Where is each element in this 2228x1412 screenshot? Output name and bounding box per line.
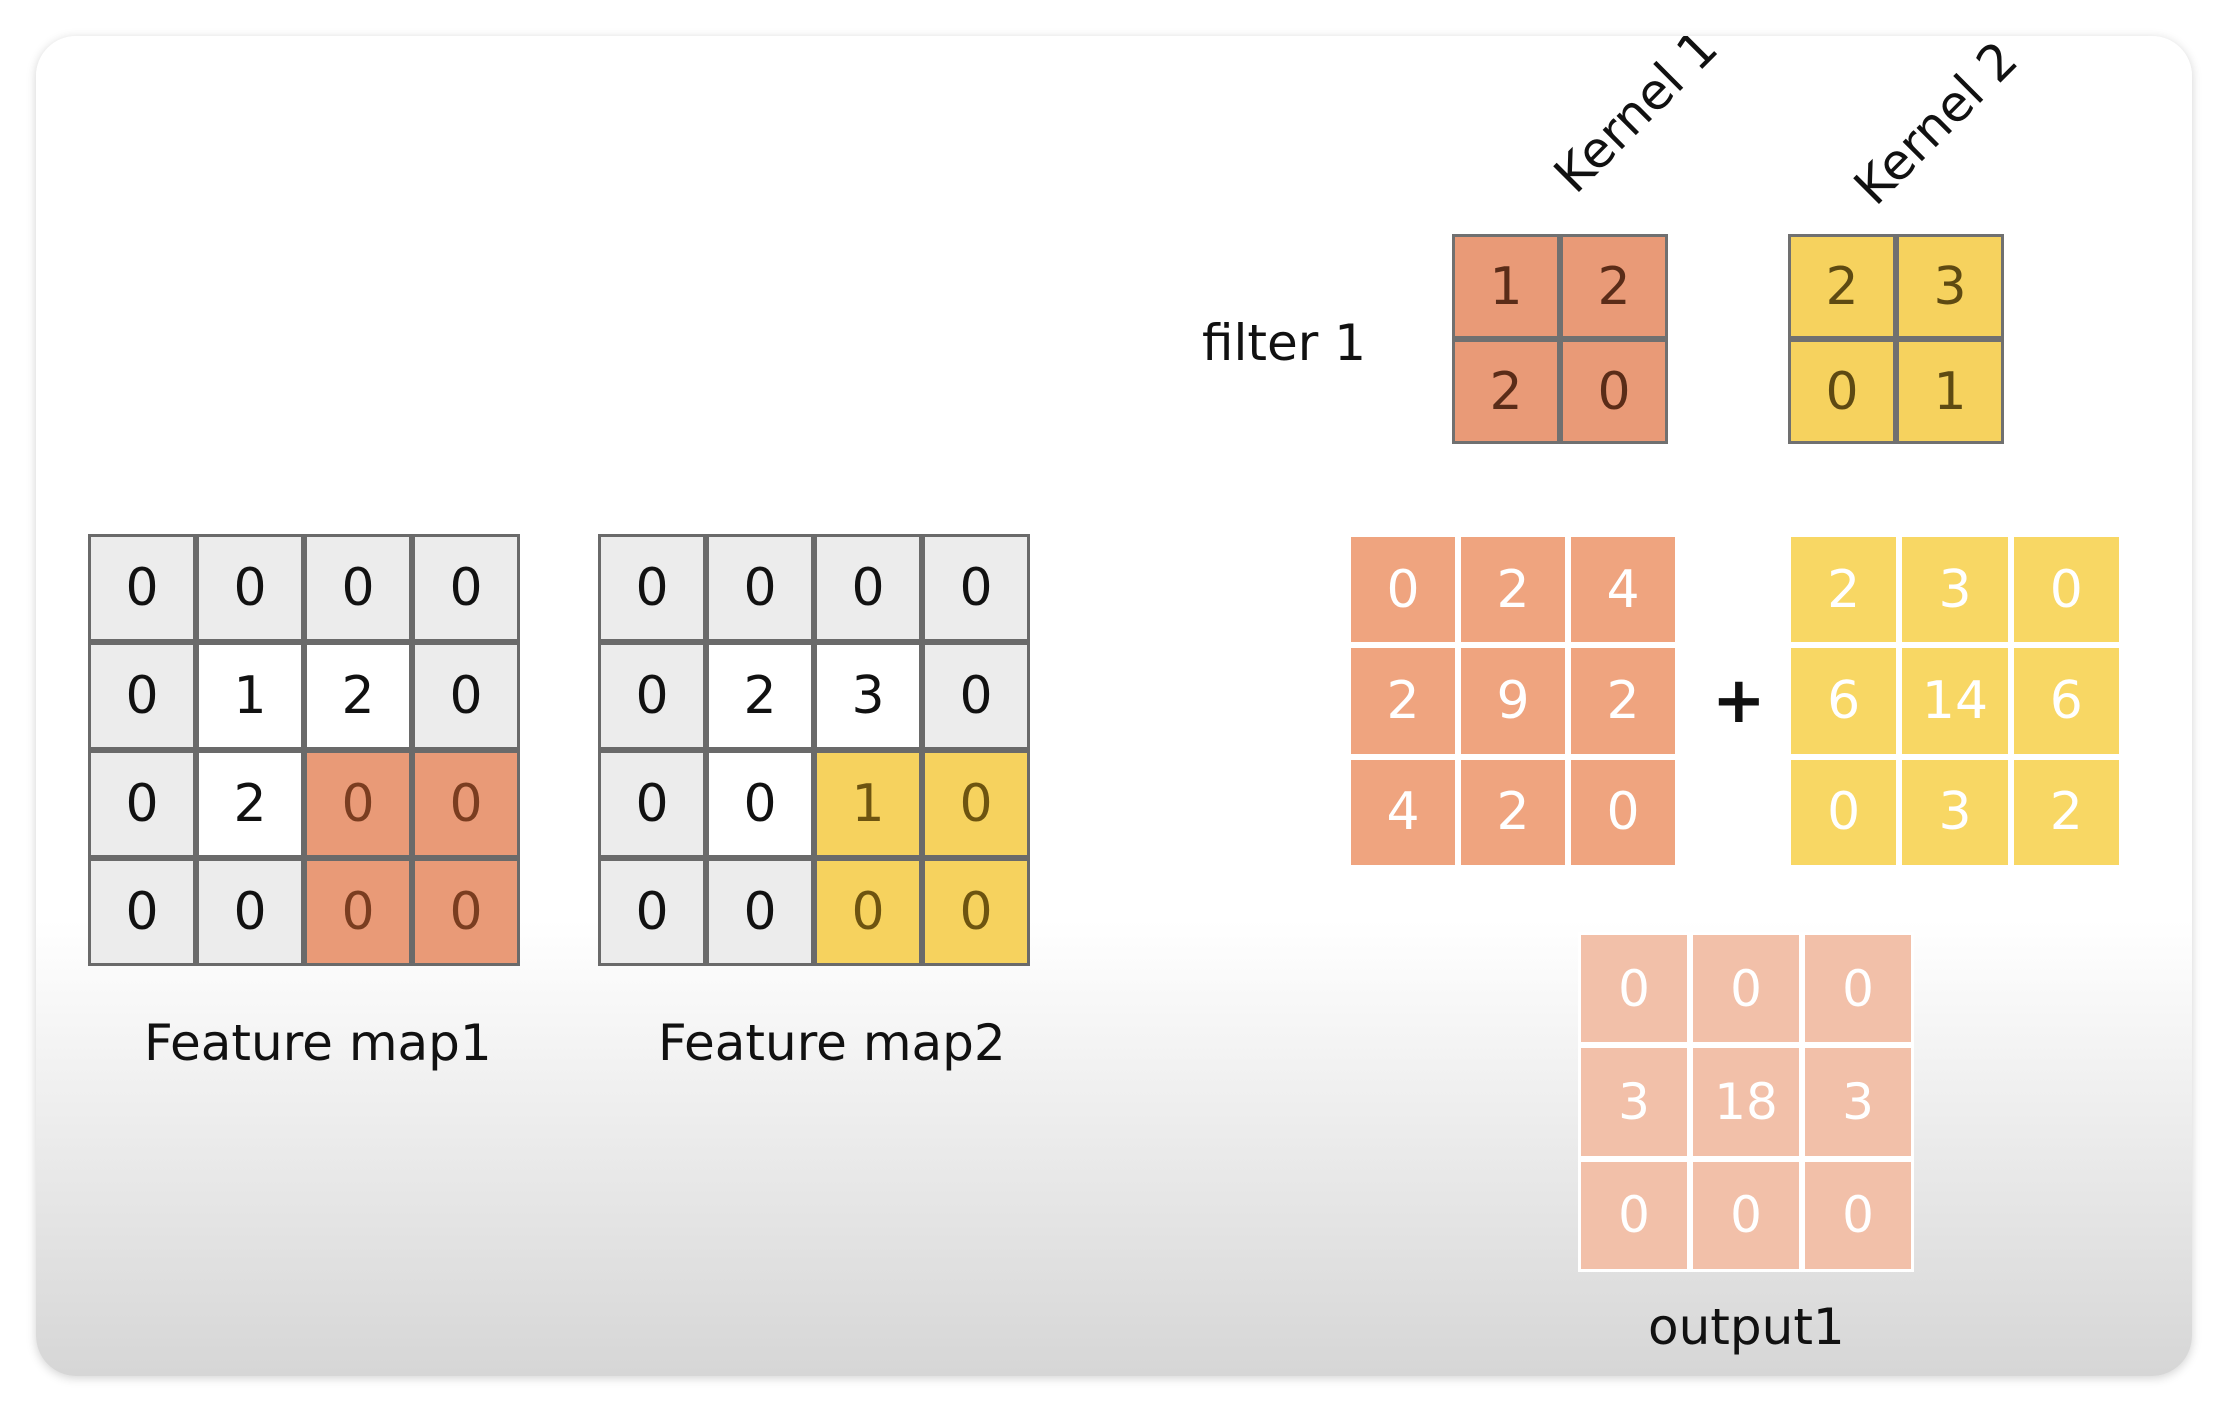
fm1-cell: 0 (88, 534, 196, 642)
kernel1-cell: 2 (1452, 339, 1560, 444)
fm2-cell: 0 (598, 534, 706, 642)
kernel2-label: Kernel 2 (1842, 36, 2029, 217)
result2-grid: 2 3 0 6 14 6 0 3 2 (1788, 534, 2122, 868)
result1-cell: 4 (1348, 756, 1458, 868)
fm1-cell-highlight: 0 (412, 858, 520, 966)
fm2-cell-highlight: 1 (814, 750, 922, 858)
output1-cell: 0 (1690, 1158, 1802, 1272)
fm2-cell: 0 (598, 858, 706, 966)
output1-cell: 3 (1802, 1045, 1914, 1159)
result2-cell: 0 (2010, 534, 2122, 646)
output1-cell: 0 (1578, 1158, 1690, 1272)
fm1-cell: 0 (196, 534, 304, 642)
result2-cell: 6 (2010, 645, 2122, 757)
fm1-cell: 0 (88, 750, 196, 858)
result1-cell: 0 (1348, 534, 1458, 646)
fm1-cell: 0 (412, 534, 520, 642)
fm2-cell: 0 (814, 534, 922, 642)
kernel1-label: Kernel 1 (1542, 36, 1729, 205)
kernel2-grid: 2 3 0 1 (1788, 234, 2004, 444)
fm2-cell-highlight: 0 (814, 858, 922, 966)
feature-map1-grid: 0 0 0 0 0 1 2 0 0 2 0 0 0 0 0 0 (88, 534, 520, 966)
fm1-cell-highlight: 0 (412, 750, 520, 858)
fm1-cell: 0 (196, 858, 304, 966)
fm1-cell: 0 (88, 858, 196, 966)
result2-cell: 2 (2010, 756, 2122, 868)
output1-cell: 0 (1690, 932, 1802, 1046)
fm2-cell: 0 (922, 642, 1030, 750)
fm2-cell: 0 (706, 534, 814, 642)
result1-cell: 2 (1568, 645, 1678, 757)
kernel2-cell: 0 (1788, 339, 1896, 444)
result2-cell: 2 (1788, 534, 1900, 646)
result2-cell: 3 (1899, 756, 2011, 868)
fm2-cell: 0 (706, 750, 814, 858)
feature-map2-grid: 0 0 0 0 0 2 3 0 0 0 1 0 0 0 0 0 (598, 534, 1030, 966)
fm1-cell: 2 (304, 642, 412, 750)
kernel1-cell: 1 (1452, 234, 1560, 339)
slide: 0 0 0 0 0 1 2 0 0 2 0 0 0 0 0 0 Feature … (36, 36, 2192, 1376)
feature-map2-label: Feature map2 (658, 1014, 1006, 1072)
fm2-cell-highlight: 0 (922, 858, 1030, 966)
fm1-cell: 0 (412, 642, 520, 750)
fm2-cell: 2 (706, 642, 814, 750)
kernel2-cell: 3 (1896, 234, 2004, 339)
fm1-cell-highlight: 0 (304, 858, 412, 966)
result2-cell: 6 (1788, 645, 1900, 757)
result1-cell: 2 (1348, 645, 1458, 757)
result1-grid: 0 2 4 2 9 2 4 2 0 (1348, 534, 1678, 868)
fm1-cell: 0 (304, 534, 412, 642)
kernel1-cell: 0 (1560, 339, 1668, 444)
kernel1-grid: 1 2 2 0 (1452, 234, 1668, 444)
result2-cell: 14 (1899, 645, 2011, 757)
output1-cell: 0 (1802, 1158, 1914, 1272)
kernel1-cell: 2 (1560, 234, 1668, 339)
fm1-cell-highlight: 0 (304, 750, 412, 858)
fm2-cell: 0 (922, 534, 1030, 642)
output1-grid: 0 0 0 3 18 3 0 0 0 (1578, 932, 1914, 1272)
output1-cell: 0 (1802, 932, 1914, 1046)
filter-label: filter 1 (1202, 314, 1367, 372)
output1-cell: 3 (1578, 1045, 1690, 1159)
plus-sign: + (1712, 664, 1766, 738)
output1-cell: 18 (1690, 1045, 1802, 1159)
result2-cell: 3 (1899, 534, 2011, 646)
kernel2-cell: 2 (1788, 234, 1896, 339)
result1-cell: 0 (1568, 756, 1678, 868)
result1-cell: 9 (1458, 645, 1568, 757)
result1-cell: 4 (1568, 534, 1678, 646)
fm1-cell: 1 (196, 642, 304, 750)
fm1-cell: 2 (196, 750, 304, 858)
result1-cell: 2 (1458, 534, 1568, 646)
fm2-cell: 0 (598, 750, 706, 858)
fm2-cell: 3 (814, 642, 922, 750)
feature-map1-label: Feature map1 (144, 1014, 492, 1072)
fm2-cell-highlight: 0 (922, 750, 1030, 858)
fm1-cell: 0 (88, 642, 196, 750)
fm2-cell: 0 (598, 642, 706, 750)
output1-label: output1 (1648, 1298, 1845, 1356)
fm2-cell: 0 (706, 858, 814, 966)
output1-cell: 0 (1578, 932, 1690, 1046)
kernel2-cell: 1 (1896, 339, 2004, 444)
result1-cell: 2 (1458, 756, 1568, 868)
result2-cell: 0 (1788, 756, 1900, 868)
